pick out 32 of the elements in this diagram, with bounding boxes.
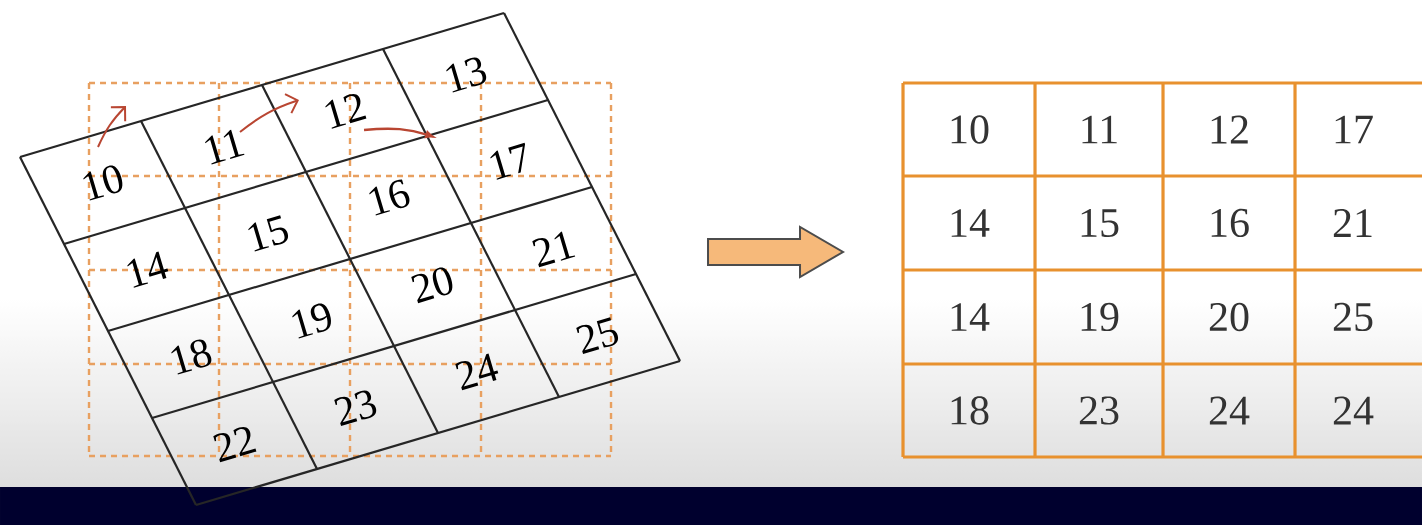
table-cell: 12 (1211, 115, 1248, 144)
cell-number: 24 (455, 353, 499, 391)
table-cell: 21 (1333, 209, 1372, 237)
table-cell: 10 (951, 115, 989, 144)
cell-number: 25 (576, 317, 619, 355)
cell-number: 23 (334, 390, 377, 427)
table-cell: 24 (1209, 396, 1250, 425)
table-cell: 15 (1081, 208, 1119, 238)
cell-number: 20 (411, 267, 453, 304)
cell-number: 19 (292, 303, 331, 339)
cell-number: 14 (127, 251, 169, 288)
table-cell: 16 (1211, 208, 1249, 238)
table-cell: 14 (951, 209, 990, 237)
cell-number: 21 (532, 231, 576, 268)
table-cell: 25 (1333, 302, 1373, 332)
table-cell: 20 (1209, 302, 1249, 332)
cell-number: 11 (205, 129, 245, 165)
cell-number: 22 (213, 426, 257, 463)
cell-number: 15 (248, 215, 289, 252)
cell-number: 18 (171, 339, 212, 375)
table-cell: 17 (1335, 115, 1373, 144)
table-cell: 11 (1082, 115, 1117, 144)
table-cell: 14 (951, 303, 990, 331)
cell-number: 17 (490, 142, 526, 180)
table-cell: 18 (951, 396, 989, 425)
table-cell: 19 (1081, 302, 1119, 332)
cell-number: 13 (446, 57, 487, 93)
cell-number: 12 (325, 93, 367, 129)
table-cell: 24 (1333, 396, 1374, 425)
cell-number: 16 (369, 179, 410, 216)
cell-number: 10 (83, 165, 123, 201)
table-cell: 23 (1079, 396, 1119, 425)
